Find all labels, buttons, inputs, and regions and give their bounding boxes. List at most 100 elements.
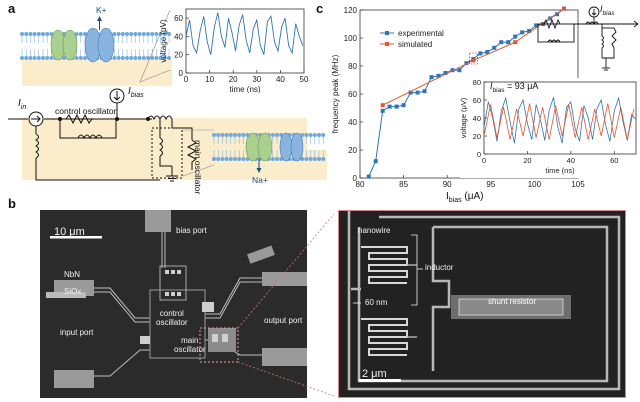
- data-point-experimental: [506, 40, 511, 45]
- y-tick-label: 20: [174, 51, 183, 60]
- y-tick-label: 20: [348, 146, 357, 155]
- k-ion-label: K+: [96, 5, 107, 15]
- control-oscillator-label: control oscillator: [55, 106, 117, 116]
- data-point-experimental: [513, 34, 518, 39]
- zoom-connector: [237, 213, 335, 397]
- x-axis-label: time (ns): [545, 166, 575, 175]
- x-tick-label: 80: [356, 180, 365, 189]
- main-oscillator-label: main oscillator: [193, 140, 203, 195]
- y-tick-label: 60: [348, 90, 357, 99]
- i-bias-label-c-circuit: Ibias: [600, 4, 615, 17]
- data-point-experimental: [415, 90, 420, 95]
- i-in-label: Iin: [18, 98, 27, 112]
- data-point-experimental: [401, 103, 406, 108]
- panel-b-letter: b: [8, 196, 16, 211]
- sodium-channel-left-icon: [50, 29, 78, 61]
- x-tick-label: 50: [300, 75, 308, 84]
- x-tick-label: 30: [252, 75, 261, 84]
- data-point-experimental: [555, 12, 560, 17]
- y-tick-label: 0: [477, 150, 481, 159]
- scale-bar-left-label: 10 μm: [54, 226, 85, 238]
- data-point-experimental: [394, 104, 399, 109]
- series-line-simulated: [382, 8, 565, 106]
- y-tick-label: 60: [174, 14, 183, 23]
- potassium-channel-icon: [84, 16, 115, 63]
- data-point-simulated: [471, 58, 476, 63]
- bias-current-source-icon: [109, 88, 125, 104]
- shunt-resistor-label: shunt resistor: [488, 297, 537, 306]
- x-tick-label: 60: [610, 156, 618, 165]
- panel-a-schematic: [8, 9, 327, 182]
- output-port-label: output port: [264, 316, 303, 325]
- y-axis-label: voltage (μV): [160, 19, 168, 63]
- data-point-experimental: [387, 104, 392, 109]
- series-line-voltage: [185, 12, 304, 55]
- y-tick-label: 0: [179, 69, 184, 78]
- input-port-label: input port: [60, 328, 94, 337]
- y-tick-label: 80: [348, 62, 357, 71]
- data-point-experimental: [366, 174, 371, 179]
- series-line-simulated: [483, 103, 635, 140]
- panel-c-circuit: [537, 6, 639, 71]
- inset-bias-label: Ibias = 93 μA: [490, 81, 539, 94]
- siox-label: SiOx: [64, 287, 82, 296]
- data-point-experimental: [492, 45, 497, 50]
- data-point-experimental: [408, 90, 413, 95]
- x-tick-label: 105: [571, 180, 585, 189]
- i-bias-label-a: Ibias: [128, 86, 144, 100]
- data-point-experimental: [485, 50, 490, 54]
- legend-marker: [385, 31, 389, 35]
- frequency-peak-chart: 80 85 90 95 100 105 0 20 40 60 80 100 120 frequency p…: [331, 6, 640, 189]
- x-tick-label: 95: [486, 180, 495, 189]
- x-tick-label: 90: [443, 180, 452, 189]
- y-tick-label: 60: [473, 96, 481, 105]
- width-60nm-label: 60 nm: [365, 298, 388, 307]
- data-point-experimental: [373, 159, 378, 164]
- legend-marker: [385, 42, 389, 46]
- inductor-label: inductor: [425, 263, 454, 272]
- x-tick-label: 40: [567, 156, 575, 165]
- data-point-experimental: [520, 30, 525, 35]
- y-axis-label: frequency peak (MHz): [331, 54, 340, 133]
- y-tick-label: 40: [174, 32, 183, 41]
- y-tick-label: 120: [344, 6, 358, 15]
- x-tick-label: 85: [399, 180, 408, 189]
- nanowire-label: nanowire: [358, 226, 391, 235]
- data-point-experimental: [527, 29, 532, 33]
- x-tick-label: 0: [184, 75, 189, 84]
- nbn-label: NbN: [64, 270, 81, 279]
- data-point-experimental: [478, 51, 483, 56]
- membrane-left: [20, 32, 172, 86]
- data-point-experimental: [457, 68, 462, 73]
- legend-label: experimental: [398, 29, 444, 38]
- circuit-wires: [8, 9, 215, 182]
- data-point-simulated: [380, 103, 385, 108]
- panel-a-letter: a: [8, 1, 16, 16]
- sem-image-left: [40, 210, 307, 398]
- y-tick-label: 20: [473, 132, 481, 141]
- data-point-simulated: [562, 6, 567, 11]
- series-line-experimental: [483, 96, 637, 144]
- data-point-experimental: [380, 108, 385, 113]
- data-point-experimental: [464, 61, 469, 66]
- bias-port-label: bias port: [176, 226, 207, 235]
- x-tick-label: 100: [528, 180, 542, 189]
- panel-c-letter: c: [316, 1, 324, 16]
- sem-image-right: [338, 210, 626, 398]
- data-point-experimental: [436, 73, 441, 78]
- data-point-experimental: [422, 89, 427, 94]
- y-tick-label: 100: [344, 34, 358, 43]
- highlight-93ua-box: [469, 52, 478, 65]
- y-tick-label: 80: [473, 78, 481, 87]
- sodium-channel-right-icon: [245, 132, 304, 173]
- data-point-simulated: [513, 40, 518, 45]
- x-tick-label: 40: [276, 75, 285, 84]
- data-point-experimental: [534, 23, 539, 28]
- na-ion-label: Na+: [252, 175, 268, 185]
- scale-bar-right-label: 2 μm: [362, 368, 387, 380]
- x-axis-label: time (ns): [229, 85, 260, 93]
